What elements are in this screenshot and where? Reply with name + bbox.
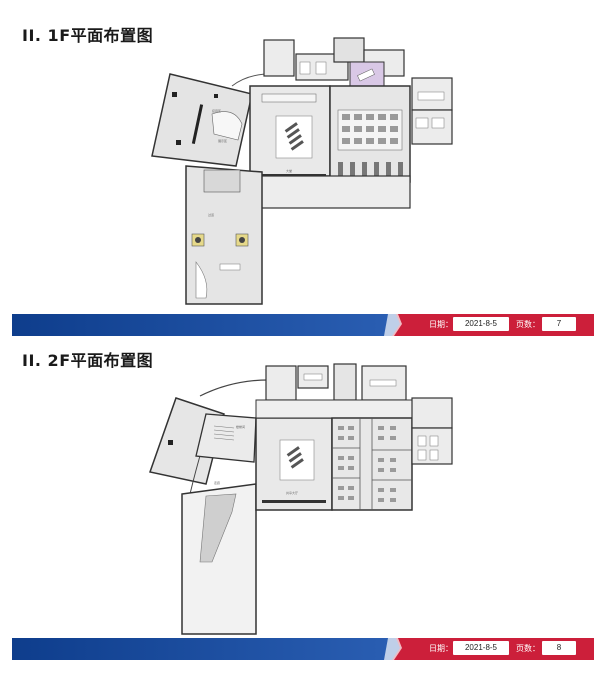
svg-text:大堂: 大堂 bbox=[286, 168, 292, 173]
footer-bar: 日期： 2021-8-5 页数： 7 bbox=[12, 314, 594, 336]
date-value: 2021-8-5 bbox=[453, 317, 509, 331]
floor-plan-1f: 接待区 展示区 大堂 bbox=[151, 37, 453, 305]
svg-text:接待区: 接待区 bbox=[212, 108, 221, 113]
page-title: II. 2F平面布置图 bbox=[22, 351, 154, 370]
svg-text:走廊: 走廊 bbox=[214, 480, 220, 485]
svg-text:展示区: 展示区 bbox=[218, 138, 227, 143]
svg-text:过道: 过道 bbox=[208, 212, 214, 217]
page-label: 页数： bbox=[516, 644, 540, 653]
date-value: 2021-8-5 bbox=[453, 641, 509, 655]
page-title: II. 1F平面布置图 bbox=[22, 26, 154, 45]
date-label: 日期： bbox=[429, 320, 453, 329]
date-label: 日期： bbox=[429, 644, 453, 653]
svg-text:楼梯间: 楼梯间 bbox=[236, 424, 245, 429]
footer-bar: 日期： 2021-8-5 页数： 8 bbox=[12, 638, 594, 660]
page-number: 7 bbox=[542, 317, 576, 331]
slide-1f: II. 1F平面布置图 接待区 展示区 大堂 bbox=[12, 26, 594, 336]
page-label: 页数： bbox=[516, 320, 540, 329]
slide-2f: II. 2F平面布置图 楼梯间 走廊 共享大厅 bbox=[0, 344, 600, 688]
svg-text:共享大厅: 共享大厅 bbox=[286, 490, 298, 495]
floor-plan-2f: 楼梯间 走廊 共享大厅 bbox=[149, 363, 453, 635]
page-number: 8 bbox=[542, 641, 576, 655]
